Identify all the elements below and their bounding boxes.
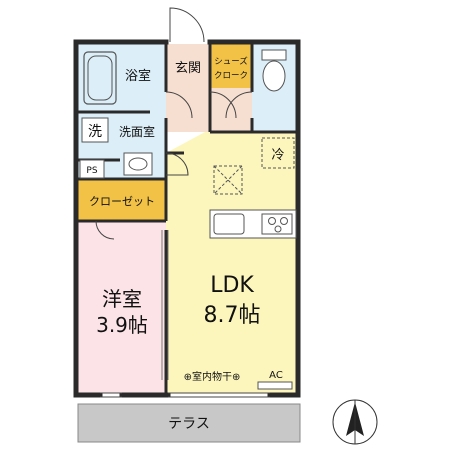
north-arrow-icon (332, 399, 378, 445)
fridge-space (261, 137, 295, 169)
washer-space (81, 117, 109, 143)
ps-box (79, 159, 105, 179)
closet-label: クローゼット (89, 195, 155, 208)
ac-unit (257, 381, 293, 390)
toilet-tank (261, 49, 287, 61)
range-hood (213, 165, 243, 195)
indoor-dry-label: ⊕室内物干⊕ (184, 370, 241, 383)
wash-basin (123, 152, 153, 176)
ps-label: PS (86, 166, 97, 176)
washroom-label: 洗面室 (119, 124, 155, 139)
kitchen-sink (213, 213, 245, 235)
washer-label: 洗 (88, 124, 102, 140)
western-room-area (78, 221, 166, 393)
bath-area (78, 44, 166, 112)
bath-label: 浴室 (125, 68, 151, 84)
shoes-cloak-area (210, 44, 252, 88)
stove (261, 213, 293, 235)
bathtub (83, 51, 117, 105)
terrace-label: テラス (168, 416, 210, 432)
shoes-cloak-label-2: クローク (214, 71, 248, 81)
toilet-bowl (262, 60, 286, 92)
western-room-size: 3.9帖 (96, 313, 148, 337)
closet-area (78, 179, 166, 221)
western-room-name: 洋室 (102, 287, 142, 311)
ac-label: AC (269, 370, 283, 381)
ldk-area (166, 132, 296, 393)
shoes-cloak-label-1: シューズ (214, 56, 248, 67)
terrace-area (77, 403, 301, 443)
ldk-size: 8.7帖 (204, 303, 261, 328)
genkan-area (166, 44, 210, 88)
ldk-name: LDK (210, 273, 254, 298)
fridge-label: 冷 (271, 148, 284, 163)
genkan-label: 玄関 (175, 61, 201, 76)
